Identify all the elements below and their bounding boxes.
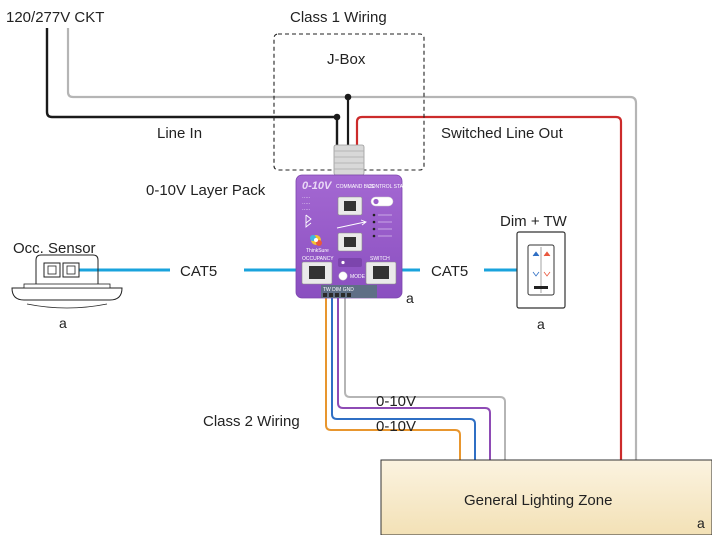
sensor-port-2[interactable]: [62, 262, 80, 278]
pack-a-marker: a: [406, 290, 414, 306]
lighting-zone-label: General Lighting Zone: [464, 492, 612, 509]
bluetooth-icon: [305, 214, 312, 228]
sensor-port-1[interactable]: [43, 262, 61, 278]
brand-logo: [310, 235, 322, 246]
line-junction-dot: [333, 113, 341, 121]
svg-text:·····: ·····: [302, 195, 311, 201]
sensor-a-marker: a: [59, 315, 67, 331]
dim-up-arrow-icon: [543, 251, 551, 257]
wire-purple-dim: [337, 298, 491, 460]
voltage-label-1: 0-10V: [376, 393, 416, 410]
layer-pack-label: 0-10V Layer Pack: [146, 182, 266, 199]
dim-tw-label: Dim + TW: [500, 213, 568, 230]
circuit-label: 120/277V CKT: [6, 9, 104, 26]
neutral-wire: [66, 28, 638, 460]
cat5-left-label: CAT5: [180, 263, 217, 280]
led-1: [372, 213, 376, 217]
line-in-label: Line In: [157, 125, 202, 142]
port-command-bus-label: COMMAND BUS: [336, 184, 375, 190]
switched-line-out-label: Switched Line Out: [441, 125, 564, 142]
wire-gray-dim: [344, 298, 506, 460]
switch-paddle[interactable]: [534, 286, 548, 289]
voltage-label-2: 0-10V: [376, 418, 416, 435]
conduit-fitting: [333, 144, 365, 176]
zone-a-marker: a: [697, 515, 705, 531]
neutral-junction-dot: [344, 93, 352, 101]
port-switch-label: SWITCH: [370, 256, 390, 262]
mode-button-label: MODE: [350, 274, 366, 280]
svg-text:·····: ·····: [302, 201, 311, 207]
dim-down-arrow-icon: [543, 271, 551, 277]
logo-text: ThinkSure: [306, 248, 329, 254]
cat5-right-label: CAT5: [431, 263, 468, 280]
occupancy-sensor: [11, 254, 123, 309]
led-4: [372, 234, 376, 238]
device-brand: 0-10V: [302, 180, 333, 192]
switched-line-out-wire: [355, 115, 623, 460]
switch-a-marker: a: [537, 316, 545, 332]
j-box-label: J-Box: [327, 51, 366, 68]
mode-button[interactable]: [338, 271, 348, 281]
lighting-zone-box: [380, 459, 712, 536]
wire-blue-tw: [331, 298, 476, 460]
port-occupancy-label: OCCUPANCY: [302, 256, 334, 262]
tw-down-arrow-icon: [532, 271, 540, 277]
svg-text:·····: ·····: [302, 207, 311, 213]
tw-up-arrow-icon: [532, 251, 540, 257]
layer-pack-device: 0-10V ····· ····· ····· COMMAND BUS CONT…: [295, 174, 415, 299]
mode-indicator: [338, 258, 362, 267]
bus-arrow-icon: [336, 219, 367, 229]
class2-wiring-label: Class 2 Wiring: [203, 413, 300, 430]
terminal-label: TW DIM GND: [323, 287, 354, 293]
class1-wiring-label: Class 1 Wiring: [290, 9, 387, 26]
wire-orange-tw: [325, 298, 461, 460]
line-in-wire: [45, 28, 339, 145]
dim-tw-switch[interactable]: [516, 231, 566, 309]
led-2: [372, 220, 376, 224]
led-3: [372, 227, 376, 231]
control-station-label: CONTROL STATION: [368, 184, 415, 190]
occ-sensor-label: Occ. Sensor: [13, 240, 96, 257]
